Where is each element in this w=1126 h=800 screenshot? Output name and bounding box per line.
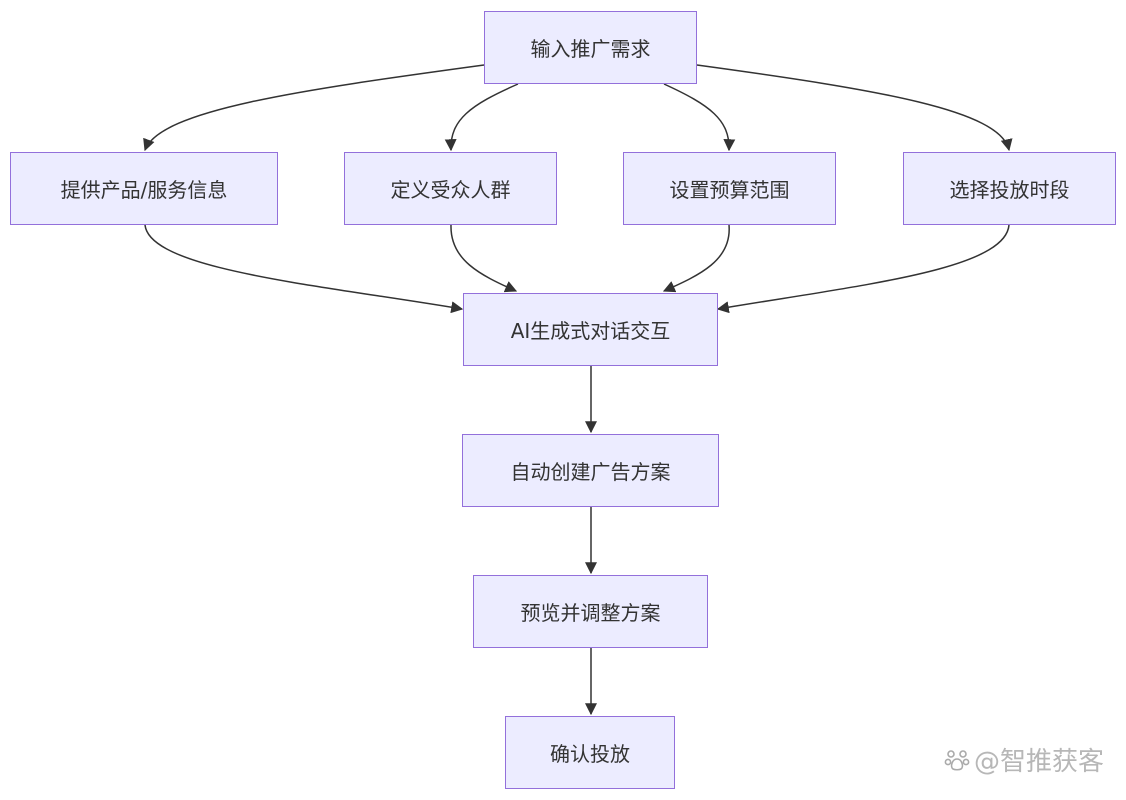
watermark: @智推获客: [944, 741, 1104, 778]
edge-start-to-schedule: [696, 64, 1013, 152]
node-product-info: 提供产品/服务信息: [10, 152, 278, 225]
node-auto-create: 自动创建广告方案: [462, 434, 719, 507]
node-ai-dialog: AI生成式对话交互: [463, 293, 718, 366]
node-start: 输入推广需求: [484, 11, 697, 84]
edge-audience-to-ai: [450, 224, 518, 293]
edge-start-to-product: [143, 64, 485, 152]
watermark-text: @智推获客: [973, 747, 1104, 777]
node-confirm: 确认投放: [505, 716, 675, 789]
node-set-budget: 设置预算范围: [623, 152, 836, 225]
node-preview-adjust: 预览并调整方案: [473, 575, 708, 648]
edge-start-to-audience: [444, 83, 519, 152]
edge-product-to-ai: [144, 224, 464, 314]
node-define-audience: 定义受众人群: [344, 152, 557, 225]
edge-start-to-budget: [663, 83, 736, 152]
edge-budget-to-ai: [662, 224, 730, 293]
node-choose-schedule: 选择投放时段: [903, 152, 1116, 225]
edge-schedule-to-ai: [716, 224, 1010, 314]
paw-icon: [944, 749, 970, 771]
